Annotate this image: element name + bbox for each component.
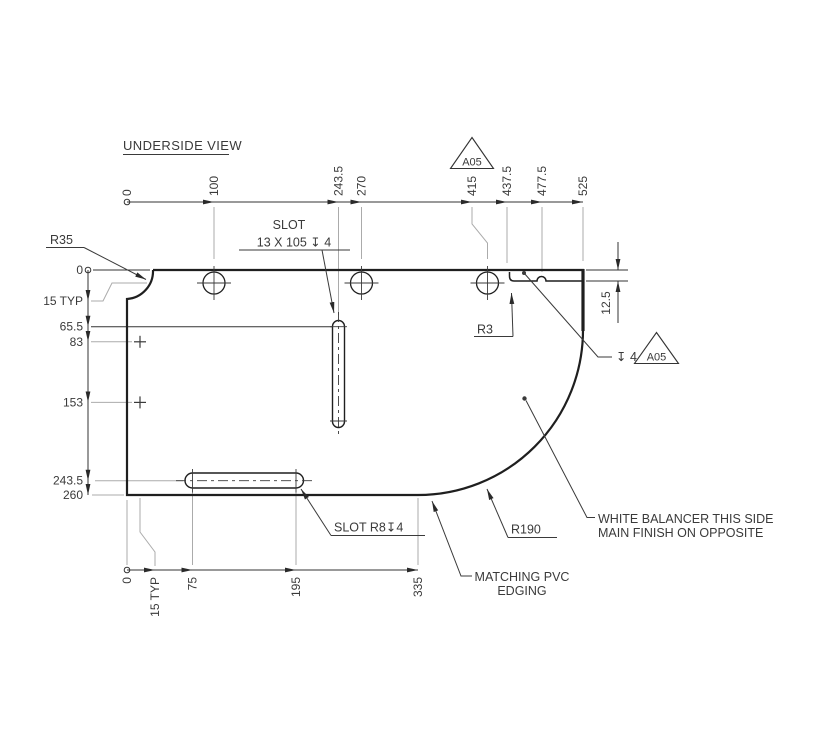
- dimension-lines: [84, 198, 621, 574]
- leader-dot-recess: [522, 271, 526, 275]
- leader-pvc-edging: [431, 500, 472, 577]
- bottom-dimension-labels: 0 15 TYP 75 195 335: [120, 577, 425, 617]
- leader-balancer: [525, 400, 595, 518]
- note-edging-line1: MATCHING PVC: [475, 570, 570, 584]
- part-geometry: [125, 268, 585, 497]
- jogged-extension-15typ-bottom: [139, 498, 156, 566]
- jogged-extension-15typ-left: [91, 282, 147, 302]
- dim-label: 0: [120, 577, 134, 584]
- leader-r3: [509, 292, 515, 337]
- origin-marker-bottom: [123, 566, 131, 574]
- extension-lines: [91, 207, 584, 566]
- dim-label: 195: [289, 577, 303, 597]
- left-dimension-labels: 0 15 TYP 65.5 83 153 243.5 260: [43, 263, 83, 502]
- dim-label: 437.5: [500, 166, 514, 196]
- leader-r190: [486, 488, 509, 538]
- note-bottom-slot: SLOT R8↧4: [334, 521, 403, 535]
- leader-lines: [46, 247, 612, 577]
- part-outline: [125, 268, 585, 497]
- note-r35: R35: [50, 233, 73, 247]
- dim-label: 270: [355, 176, 369, 196]
- dim-label: 243.5: [332, 166, 346, 196]
- finish-flag-label-right: A05: [647, 352, 667, 364]
- leader-vertical-slot: [321, 249, 335, 314]
- note-edging-line2: EDGING: [497, 584, 546, 598]
- dim-label: 415: [465, 176, 479, 196]
- dim-label: 260: [63, 488, 83, 502]
- top-dimension-labels: 0 100 243.5 270 415 437.5 477.5 525: [120, 166, 590, 196]
- dim-label: 0: [76, 263, 83, 277]
- recess-edge: [508, 272, 583, 282]
- dim-label: 477.5: [535, 166, 549, 196]
- dim-label: 243.5: [53, 474, 83, 488]
- jogged-extension-415: [471, 207, 488, 259]
- leader-depth-a05: [523, 272, 612, 358]
- origin-marker-left: [84, 266, 92, 274]
- dim-label: 65.5: [60, 320, 84, 334]
- finish-flag-triangle-top-icon: [449, 136, 495, 170]
- leader-r35: [83, 247, 147, 280]
- dim-label: 153: [63, 395, 83, 409]
- leader-bottom-slot: [300, 488, 332, 536]
- finish-flag-triangle-right-icon: [633, 331, 680, 365]
- view-title: UNDERSIDE VIEW: [123, 138, 242, 153]
- note-r3: R3: [477, 323, 493, 337]
- note-r190: R190: [511, 523, 541, 537]
- dim-label: 15 TYP: [148, 577, 162, 617]
- dim-label: 83: [70, 335, 84, 349]
- origin-marker-top: [123, 198, 131, 206]
- reference-lines: [91, 269, 628, 328]
- dim-label: 75: [186, 577, 200, 591]
- finish-flag-label-top: A05: [462, 157, 482, 169]
- centerlines: [134, 266, 505, 493]
- note-balancer-line1: WHITE BALANCER THIS SIDE: [598, 512, 774, 526]
- dim-label: 525: [576, 176, 590, 196]
- dim-label: 100: [207, 176, 221, 196]
- dim-label: 335: [411, 577, 425, 597]
- note-slot-spec: 13 X 105 ↧ 4: [257, 236, 331, 250]
- dim-label: 0: [120, 189, 134, 196]
- note-balancer-line2: MAIN FINISH ON OPPOSITE: [598, 526, 763, 540]
- note-depth: ↧ 4: [616, 350, 637, 364]
- leader-dot-balancer: [522, 396, 527, 401]
- note-slot-title: SLOT: [273, 218, 306, 232]
- dim-label: 15 TYP: [43, 294, 83, 308]
- dim-label-12-5: 12.5: [599, 291, 613, 315]
